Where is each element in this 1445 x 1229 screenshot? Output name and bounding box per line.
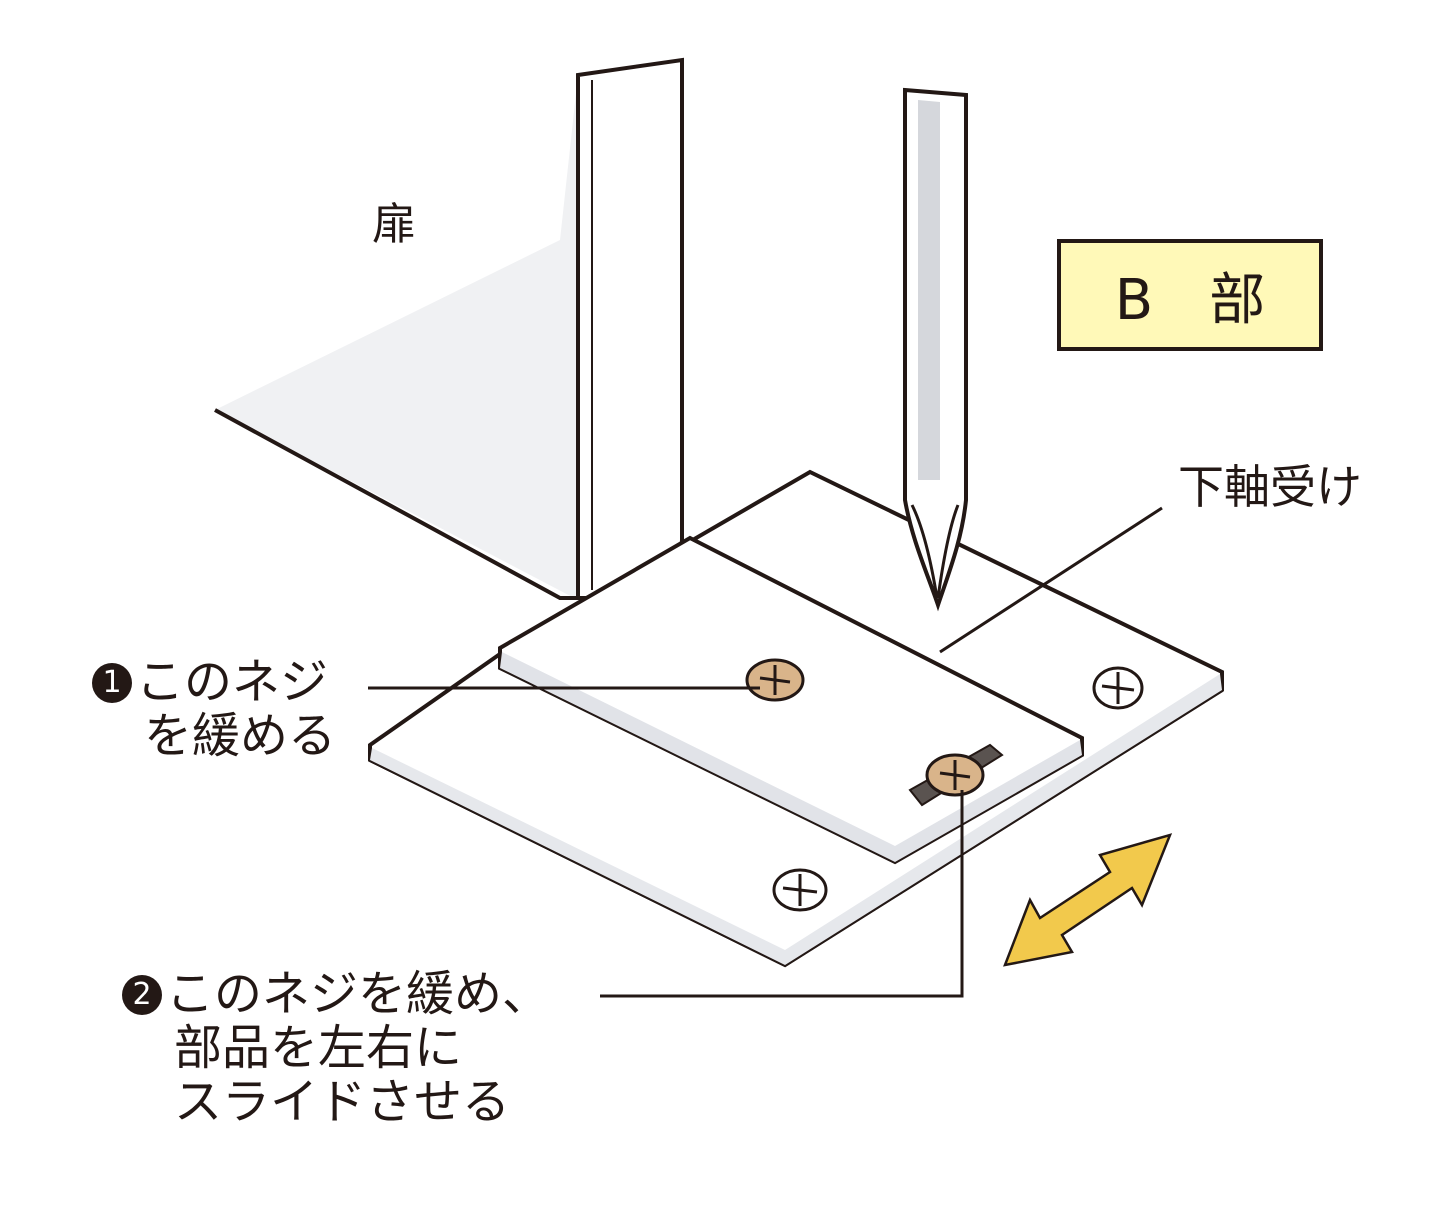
- screwdriver-tip: [910, 504, 960, 599]
- section-badge: B 部: [1057, 239, 1323, 351]
- step-2-line-2: 部品を左右に: [174, 1019, 463, 1076]
- screw-1: [745, 658, 805, 702]
- lower-bearing-label: 下軸受け: [1178, 460, 1362, 514]
- door-label: 扉: [372, 199, 416, 250]
- screwdriver-shading: [918, 100, 940, 480]
- door-panel: [576, 57, 684, 600]
- step-2-line-1: このネジを緩め、: [166, 966, 551, 1022]
- screw-2: [925, 753, 985, 797]
- leader-screw-2: [600, 790, 964, 998]
- fixed-screw-right: [1092, 666, 1144, 710]
- fixed-screw-left: [772, 868, 828, 912]
- door-side-shade: [215, 75, 578, 600]
- leader-bearing: [939, 506, 1163, 654]
- step-1-line-1: このネジ: [136, 654, 329, 710]
- section-badge-text: B 部: [1114, 267, 1266, 333]
- step-1-line-2: を緩める: [144, 707, 337, 764]
- slide-direction-arrow: [1003, 833, 1173, 967]
- step-1-number: 1: [92, 663, 132, 703]
- step-2-line-3: スライドさせる: [174, 1073, 511, 1130]
- step-2-number: 2: [122, 975, 162, 1015]
